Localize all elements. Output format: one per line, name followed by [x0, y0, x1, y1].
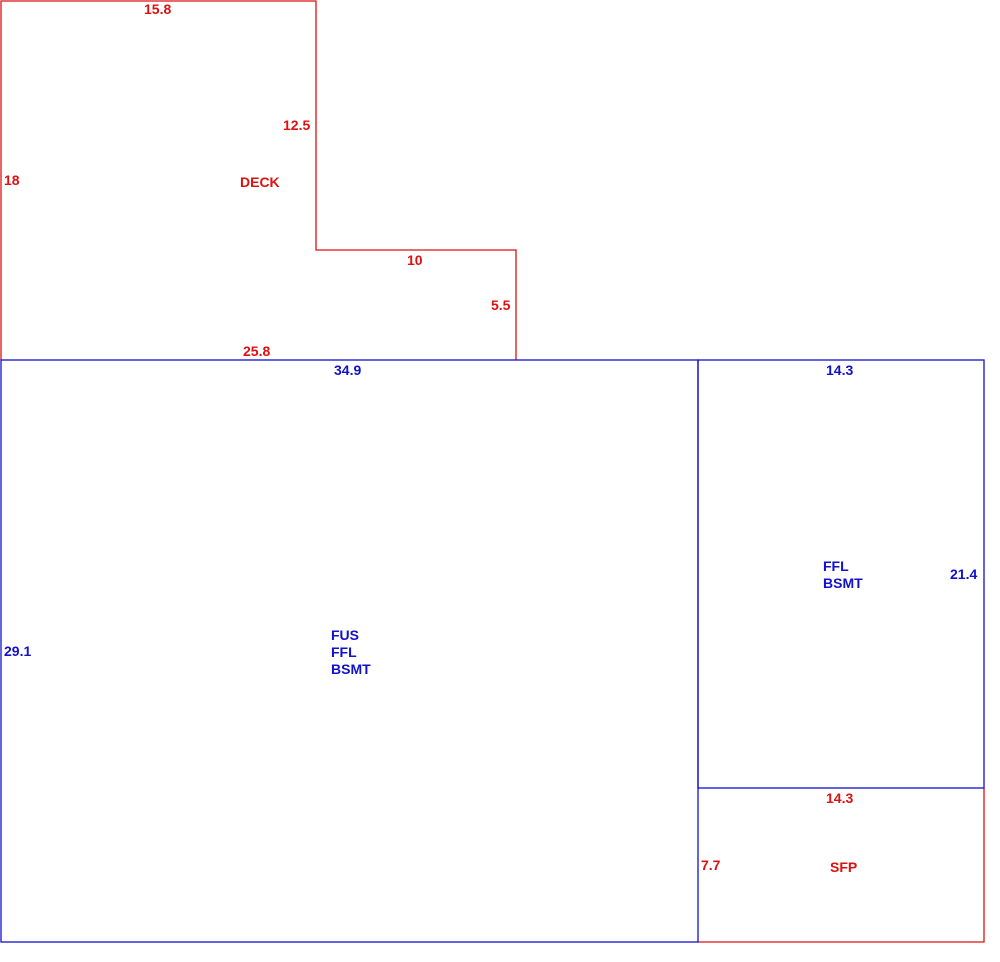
sfp-area: SFP 14.3 7.7 — [698, 788, 985, 943]
main-area-dim-top: 34.9 — [334, 362, 361, 378]
right-area: FFL BSMT 14.3 21.4 — [697, 359, 985, 789]
main-area-label-line-2: FFL — [331, 644, 357, 660]
deck-label: DECK — [240, 174, 280, 190]
right-area-label-line-1: FFL — [823, 558, 849, 574]
main-area: FUS FFL BSMT 34.9 29.1 — [0, 359, 699, 943]
sfp-label: SFP — [830, 859, 857, 875]
right-area-dim-top: 14.3 — [826, 362, 853, 378]
sfp-dim-left: 7.7 — [701, 857, 721, 873]
deck-dim-right-step: 5.5 — [491, 297, 511, 313]
sfp-outline — [698, 788, 985, 943]
right-area-outline — [697, 359, 985, 789]
main-area-label-line-1: FUS — [331, 627, 359, 643]
main-area-dim-left: 29.1 — [4, 643, 31, 659]
deck-area: DECK 15.8 18 12.5 10 5.5 25.8 — [0, 0, 517, 360]
deck-dim-top: 15.8 — [144, 1, 171, 17]
right-area-label-line-2: BSMT — [823, 575, 863, 591]
deck-dim-bottom: 25.8 — [243, 343, 270, 359]
deck-dim-left: 18 — [4, 172, 20, 188]
main-area-label-line-3: BSMT — [331, 661, 371, 677]
right-area-dim-right: 21.4 — [950, 566, 977, 582]
deck-outline — [0, 0, 517, 360]
sfp-dim-top: 14.3 — [826, 790, 853, 806]
deck-dim-inner-horizontal: 10 — [407, 252, 423, 268]
deck-dim-inner-vertical: 12.5 — [283, 117, 310, 133]
